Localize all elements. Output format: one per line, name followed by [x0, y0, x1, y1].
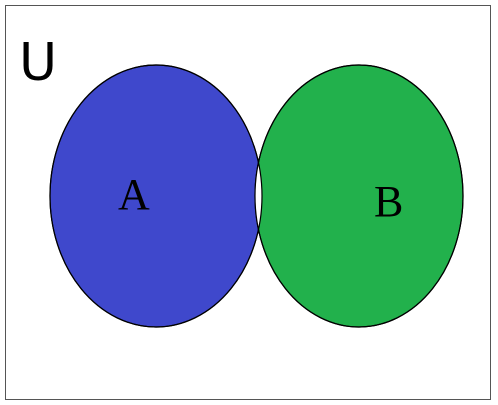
universe-label: U [19, 33, 57, 93]
set-a-label: A [118, 170, 150, 219]
set-a-region [49, 64, 263, 328]
set-b-outline [254, 64, 464, 328]
set-b-region [254, 64, 464, 328]
set-a-outline [49, 64, 263, 328]
set-b-label: B [374, 177, 403, 226]
